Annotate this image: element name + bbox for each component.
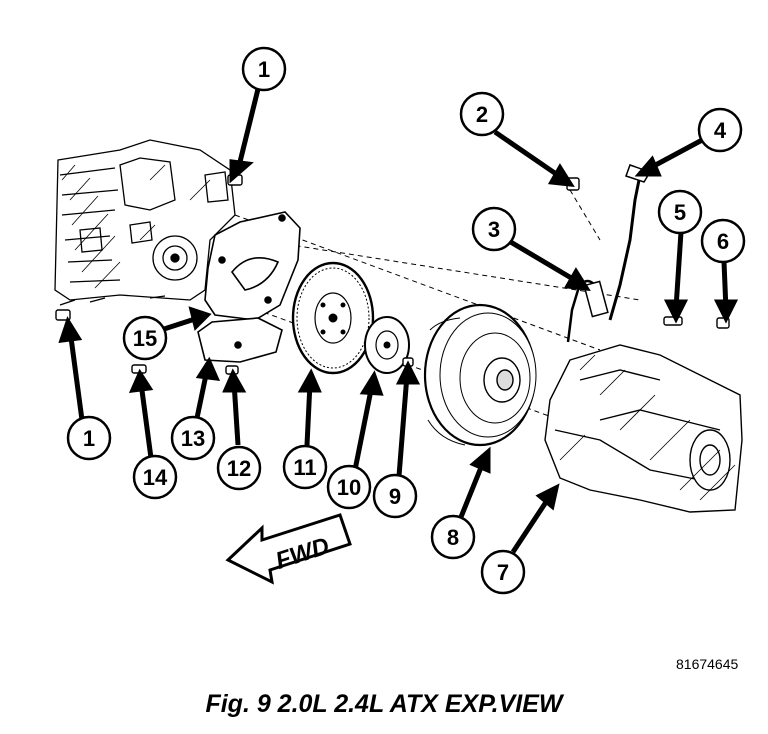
callout-7-label: 7	[497, 560, 509, 585]
leader-14	[138, 382, 154, 459]
callout-10: 10	[326, 464, 372, 510]
leader-4	[648, 136, 706, 171]
callout-8-label: 8	[447, 525, 459, 550]
callout-2: 2	[459, 91, 505, 137]
inspection-cover	[197, 317, 283, 363]
fwd-direction-arrow: FWD	[225, 513, 352, 585]
callout-14-label: 14	[143, 465, 168, 490]
figure-number: 81674645	[676, 656, 739, 672]
leader-11	[304, 382, 313, 446]
callout-11: 11	[282, 444, 328, 490]
callout-1-lower: 1	[66, 415, 112, 461]
callout-13: 13	[170, 415, 216, 461]
callout-1-upper-label: 1	[258, 57, 270, 82]
callout-10-label: 10	[337, 475, 361, 500]
bolt-1-lower	[55, 309, 71, 321]
adapter-plate	[204, 211, 301, 321]
leader-15	[160, 315, 199, 333]
leader-arrows	[58, 88, 739, 554]
transaxle	[544, 344, 743, 513]
torque-converter	[423, 303, 537, 447]
leader-10	[352, 384, 375, 471]
engine-block	[54, 139, 236, 306]
leader-7	[510, 494, 553, 554]
callout-4: 4	[697, 107, 743, 153]
callout-3-label: 3	[488, 217, 500, 242]
callout-9-label: 9	[389, 484, 401, 509]
callout-12: 12	[216, 445, 262, 491]
callout-4-label: 4	[714, 118, 727, 143]
callout-5: 5	[657, 189, 703, 235]
callout-12-label: 12	[227, 456, 251, 481]
callouts: 1 1 2 3 4 5 6 7	[66, 46, 746, 595]
callout-8: 8	[430, 514, 476, 560]
callout-5-label: 5	[674, 200, 686, 225]
leader-3	[507, 238, 580, 285]
leader-9	[396, 374, 410, 477]
callout-6: 6	[700, 218, 746, 264]
callout-14: 14	[132, 454, 178, 500]
stud-5	[663, 316, 683, 326]
callout-1-lower-label: 1	[83, 426, 95, 451]
leader-1-lower	[67, 329, 85, 421]
callout-15: 15	[122, 315, 168, 361]
callout-11-label: 11	[293, 455, 316, 480]
leader-8	[458, 459, 487, 518]
dipstick	[608, 164, 652, 321]
callout-13-label: 13	[181, 426, 205, 451]
callout-6-label: 6	[717, 229, 729, 254]
flexplate-adapter	[364, 316, 410, 374]
leader-1-upper	[235, 88, 261, 171]
flexplate	[291, 261, 375, 375]
callout-15-label: 15	[133, 326, 157, 351]
leader-2	[493, 129, 564, 181]
callout-7: 7	[480, 549, 526, 595]
callout-3: 3	[471, 206, 517, 252]
callout-2-label: 2	[476, 102, 488, 127]
figure-caption: Fig. 9 2.0L 2.4L ATX EXP.VIEW	[205, 690, 563, 718]
callout-9: 9	[372, 473, 418, 519]
callout-1-upper: 1	[241, 46, 287, 92]
leader-5	[673, 231, 684, 309]
